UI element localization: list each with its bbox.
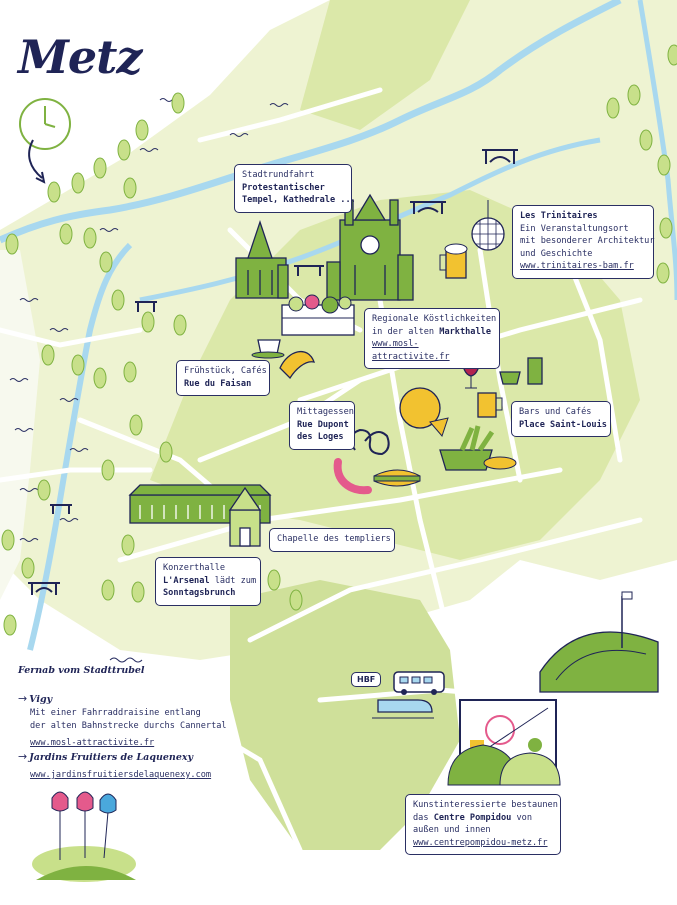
label-pompidou: Kunstinteressierte bestaunen das Centre … — [405, 794, 561, 855]
label-line: mit besonderer Architektur — [520, 236, 655, 246]
arrow-right-icon: → — [18, 692, 28, 705]
market-crate-icon — [281, 294, 355, 336]
label-text-bold: L'Arsenal — [163, 575, 210, 586]
label-text: in der alten — [372, 326, 440, 337]
label-text-bold: Centre Pompidou — [433, 812, 512, 823]
hbf-badge: HBF — [351, 672, 382, 687]
label-line: Place Saint-Louis — [519, 419, 607, 430]
coffee-cup-icon — [251, 339, 285, 359]
label-line: Konzerthalle — [163, 563, 226, 573]
disco-ball-icon — [471, 200, 505, 251]
river-moselle — [0, 0, 622, 244]
gallery-painting-icon — [447, 699, 561, 786]
sidebar-heading-text: Fernab vom Stadttrubel — [18, 665, 145, 676]
label-markthalle: Regionale Köstlichkeiten in der alten Ma… — [364, 308, 500, 369]
label-line: und Geschichte — [520, 248, 593, 259]
label-stadtrundfahrt: Stadtrundfahrt Protestantischer Tempel, … — [234, 164, 356, 213]
label-arsenal: Konzerthalle L'Arsenal lädt zum Sonntags… — [155, 557, 261, 606]
label-line: Frühstück, Cafés — [184, 366, 267, 376]
sidebar-vigy: →Vigy Mit einer Fahrraddraisine entlang … — [18, 692, 228, 750]
label-line: Ein Veranstaltungsort — [520, 223, 629, 234]
temple-icon — [235, 219, 289, 299]
vigy-text-1: Mit einer Fahrraddraisine entlang — [30, 708, 201, 718]
label-line: Regionale Köstlichkeiten — [372, 314, 497, 324]
quiche-icon — [399, 387, 449, 437]
label-templiers: Chapelle des templiers — [269, 528, 395, 552]
label-text: von — [511, 812, 533, 823]
croissant-icon — [279, 351, 316, 380]
pretzel-icon — [350, 428, 390, 456]
drink-glass-icon — [527, 357, 543, 385]
label-dupont: Mittagessen Rue Dupont des Loges — [289, 401, 355, 450]
tea-cup-icon — [499, 371, 521, 385]
tulips-icon — [32, 791, 136, 882]
label-line: L'Arsenal lädt zum — [163, 575, 256, 588]
label-line: außen und innen — [413, 825, 491, 835]
centre-pompidou-icon — [539, 591, 659, 693]
label-line: Protestantischer — [242, 182, 325, 193]
label-line: in der alten Markthalle — [372, 326, 492, 339]
trinitaires-link[interactable]: www.trinitaires-bam.fr — [520, 261, 634, 271]
label-line: Sonntagsbrunch — [163, 588, 236, 598]
bread-basket-icon — [439, 425, 517, 471]
bus-icon — [393, 671, 445, 695]
sausage-icon — [333, 458, 372, 495]
sidebar-heading: Fernab vom Stadttrubel — [18, 664, 145, 678]
train-icon — [372, 699, 434, 719]
label-text-bold: Markthalle — [439, 326, 492, 337]
label-faisan: Frühstück, Cafés Rue du Faisan — [176, 360, 270, 396]
pompidou-link[interactable]: www.centrepompidou-metz.fr — [413, 837, 548, 848]
chapel-icon — [228, 486, 262, 547]
label-text: das — [413, 812, 434, 823]
north-green-land — [300, 0, 470, 130]
label-saint-louis: Bars und Cafés Place Saint-Louis — [511, 401, 611, 437]
vigy-link[interactable]: www.mosl-attractivite.fr — [30, 738, 155, 748]
south-green-land — [230, 580, 460, 850]
page-title: Metz — [18, 30, 143, 84]
label-line: Tempel, Kathedrale ... — [242, 195, 356, 205]
vigy-text-2: der alten Bahnstrecke durchs Cannertal — [30, 721, 227, 731]
cathedral-icon — [326, 193, 414, 301]
jardins-title: Jardins Fruitiers de Laquenexy — [29, 752, 194, 763]
arrow-right-icon: → — [18, 750, 28, 763]
label-trinitaires: Les Trinitaires Ein Veranstaltungsort mi… — [512, 205, 655, 279]
jardins-link[interactable]: www.jardinsfruitiersdelaquenexy.com — [30, 770, 212, 780]
sandwich-icon — [373, 469, 421, 487]
label-line: Mittagessen — [297, 407, 354, 417]
label-line: Kunstinteressierte bestaunen — [413, 800, 558, 810]
beer-mug-icon — [477, 392, 503, 418]
label-line: des Loges — [297, 432, 344, 442]
label-line: das Centre Pompidou von — [413, 812, 553, 825]
label-line: Rue Dupont — [297, 419, 349, 430]
label-line: Chapelle des templiers — [277, 534, 391, 544]
label-line: Stadtrundfahrt — [242, 170, 315, 180]
label-line: Rue du Faisan — [184, 378, 252, 389]
sidebar-jardins: →Jardins Fruitiers de Laquenexy www.jard… — [18, 750, 228, 782]
vigy-title: Vigy — [29, 694, 53, 705]
label-text: lädt zum — [209, 575, 257, 586]
markthalle-link[interactable]: www.mosl-attractivite.fr — [372, 339, 450, 362]
label-line: Bars und Cafés — [519, 407, 592, 417]
beer-icon — [439, 243, 468, 279]
river-seille — [27, 242, 133, 651]
label-line: Les Trinitaires — [520, 211, 598, 221]
